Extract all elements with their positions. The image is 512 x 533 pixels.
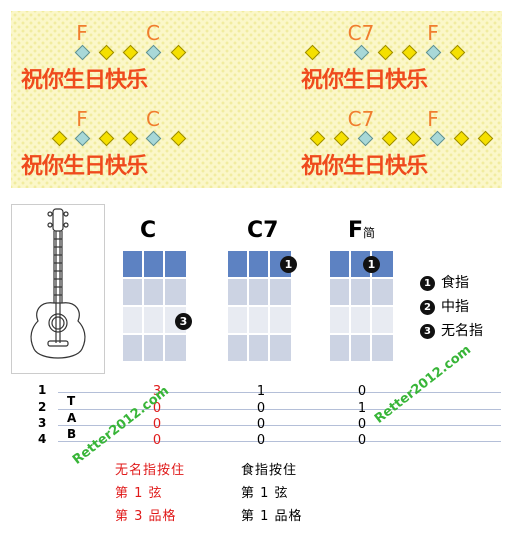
- chord-label: C: [146, 107, 160, 131]
- tab-value: 0: [357, 417, 367, 432]
- string-number: 4: [38, 432, 47, 446]
- beat-diamond-icon: [449, 44, 466, 61]
- tab-string-line: [58, 441, 501, 442]
- tab-letter: B: [67, 427, 77, 441]
- beat-diamond-icon: [425, 44, 442, 61]
- note-line: 食指按住: [241, 463, 298, 478]
- beat-diamond-icon: [145, 130, 162, 147]
- chord-suffix: 简: [363, 226, 376, 240]
- banner-line-1: F C: [68, 21, 268, 65]
- beat-diamond-icon: [98, 130, 115, 147]
- note-line: 第 1 弦: [241, 486, 289, 501]
- string-number: 1: [38, 383, 47, 397]
- finger-legend: 1 食指 2 中指 3 无名指: [420, 272, 483, 344]
- legend-label: 中指: [441, 299, 469, 315]
- chord-label: F: [76, 107, 88, 131]
- lyric-text: 祝你生日快乐: [21, 154, 148, 179]
- beat-diamond-icon: [74, 130, 91, 147]
- chord-label: F: [76, 21, 88, 45]
- note-line: 第 3 品格: [115, 509, 177, 524]
- tab-letter: A: [67, 411, 77, 425]
- beat-diamond-icon: [333, 130, 350, 147]
- tab-value: 0: [256, 401, 266, 416]
- legend-item: 3 无名指: [420, 320, 483, 344]
- chord-name: C: [140, 218, 157, 243]
- string-number: 3: [38, 416, 47, 430]
- finger-dot: 2: [420, 299, 435, 315]
- note-line: 无名指按住: [115, 463, 186, 478]
- banner-line-4: C7 F: [307, 107, 507, 151]
- beat-diamond-icon: [74, 44, 91, 61]
- ukulele-icon: [30, 208, 86, 359]
- beat-diamond-icon: [304, 44, 321, 61]
- tab-value: 0: [256, 433, 266, 448]
- beat-diamond-icon: [429, 130, 446, 147]
- chord-title-c: C: [140, 218, 156, 243]
- tab-value: 0: [152, 433, 162, 448]
- tab-value: 0: [256, 417, 266, 432]
- lyric-text: 祝你生日快乐: [21, 68, 148, 93]
- finger-dot: 3: [420, 323, 435, 339]
- beat-diamond-icon: [98, 44, 115, 61]
- beat-diamond-icon: [453, 130, 470, 147]
- beat-diamond-icon: [477, 130, 494, 147]
- tab-string-line: [58, 425, 501, 426]
- beat-diamond-icon: [381, 130, 398, 147]
- tab-value: 0: [357, 384, 367, 399]
- tab-value: 0: [357, 433, 367, 448]
- beat-diamond-icon: [401, 44, 418, 61]
- chord-label: C7: [347, 107, 375, 131]
- beat-diamond-icon: [405, 130, 422, 147]
- chord-label: F: [427, 107, 439, 131]
- lyrics-banner: F C 祝你生日快乐 C7 F 祝你生日快乐 F C 祝你生日快乐 C7 F: [11, 11, 502, 188]
- tab-letter: T: [67, 394, 76, 408]
- beat-diamond-icon: [145, 44, 162, 61]
- beat-diamond-icon: [122, 44, 139, 61]
- legend-label: 食指: [441, 275, 469, 291]
- finger-dot: 1: [280, 256, 297, 273]
- finger-dot: 3: [175, 313, 192, 330]
- beat-diamond-icon: [170, 44, 187, 61]
- note-line: 第 1 弦: [115, 486, 163, 501]
- chord-name: C7: [247, 218, 279, 243]
- tab-value: 1: [256, 384, 266, 399]
- banner-line-3: F C: [51, 107, 268, 151]
- tab-value: 0: [152, 417, 162, 432]
- beat-diamond-icon: [377, 44, 394, 61]
- beat-diamond-icon: [51, 130, 68, 147]
- chord-name: F: [348, 218, 364, 243]
- chord-label: C: [146, 21, 160, 45]
- chord-title-c7: C7: [247, 218, 278, 243]
- tab-string-line: [58, 392, 501, 393]
- tab-value: 0: [152, 401, 162, 416]
- chord-label: F: [427, 21, 439, 45]
- legend-label: 无名指: [441, 323, 483, 339]
- tab-string-line: [58, 409, 501, 410]
- chord-title-f: F简: [348, 218, 375, 243]
- lyric-text: 祝你生日快乐: [301, 68, 428, 93]
- tab-value: 3: [152, 384, 162, 399]
- beat-diamond-icon: [170, 130, 187, 147]
- beat-diamond-icon: [122, 130, 139, 147]
- banner-line-2: C7 F: [304, 21, 507, 65]
- chord-label: C7: [347, 21, 375, 45]
- note-line: 第 1 品格: [241, 509, 303, 524]
- beat-diamond-icon: [353, 44, 370, 61]
- legend-item: 2 中指: [420, 296, 483, 320]
- legend-item: 1 食指: [420, 272, 483, 296]
- finger-dot: 1: [420, 275, 435, 291]
- beat-diamond-icon: [309, 130, 326, 147]
- beat-diamond-icon: [357, 130, 374, 147]
- ukulele-image: [11, 204, 105, 374]
- chord-diagram-f: 1: [330, 251, 393, 363]
- string-number: 2: [38, 400, 47, 414]
- finger-dot: 1: [363, 256, 380, 273]
- tab-value: 1: [357, 401, 367, 416]
- chord-diagram-c7: 1: [228, 251, 297, 363]
- chord-diagram-c: 3: [123, 251, 192, 363]
- lyric-text: 祝你生日快乐: [301, 154, 428, 179]
